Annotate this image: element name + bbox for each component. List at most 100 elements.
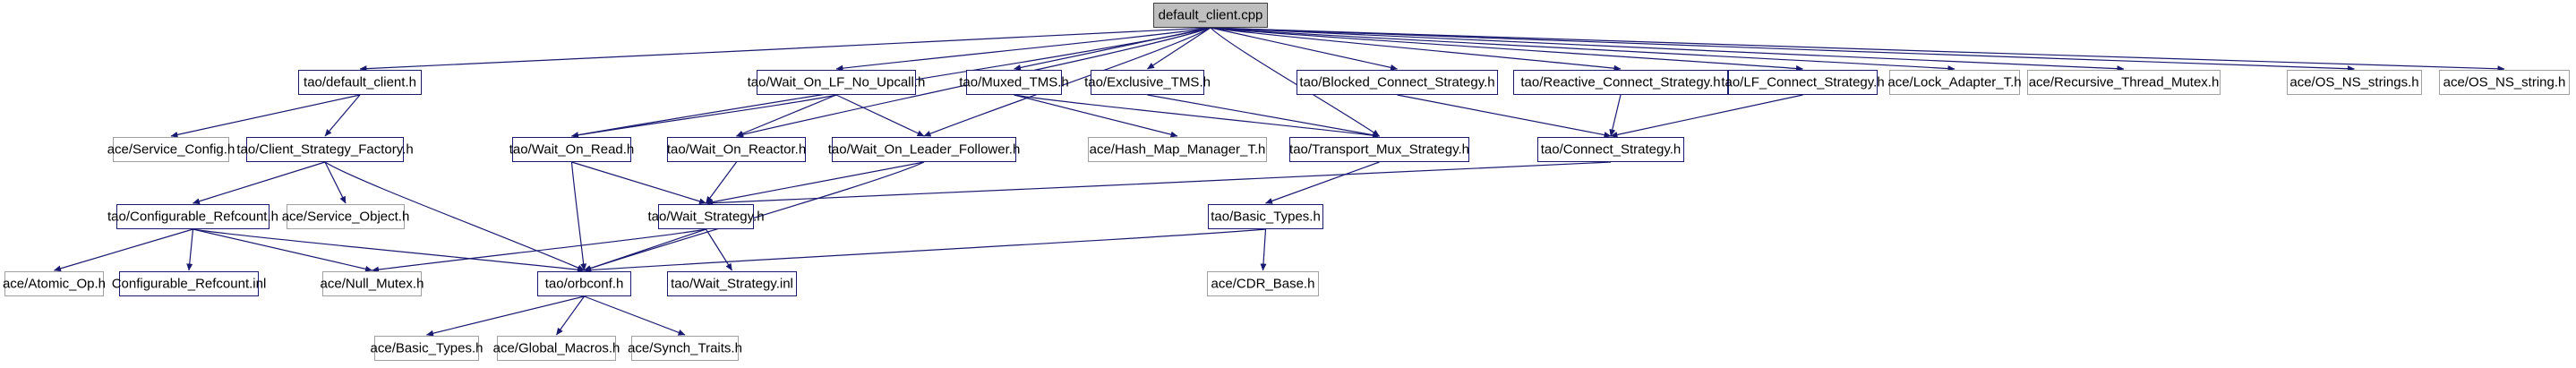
- graph-edge: [736, 94, 837, 137]
- graph-node-label: tao/Client_Strategy_Factory.h: [236, 141, 414, 157]
- graph-node-blocked[interactable]: tao/Blocked_Connect_Strategy.h: [1297, 70, 1498, 95]
- graph-edge: [426, 295, 585, 337]
- graph-node-wolfnu[interactable]: tao/Wait_On_LF_No_Upcall.h: [748, 70, 925, 95]
- graph-node-csfact[interactable]: tao/Client_Strategy_Factory.h: [236, 137, 414, 162]
- graph-node-nullmutex[interactable]: ace/Null_Mutex.h: [320, 271, 424, 296]
- graph-edge: [1265, 161, 1380, 204]
- graph-node-basictyp[interactable]: tao/Basic_Types.h: [1208, 204, 1323, 229]
- graph-node-osstrings[interactable]: ace/OS_NS_strings.h: [2287, 70, 2422, 95]
- graph-edge: [324, 161, 347, 204]
- graph-node-acebasic[interactable]: ace/Basic_Types.h: [371, 336, 483, 361]
- graph-edge: [705, 228, 733, 271]
- graph-node-label: ace/Synch_Traits.h: [628, 340, 742, 355]
- graph-node-osstring[interactable]: ace/OS_NS_string.h: [2439, 70, 2570, 95]
- graph-edge: [1609, 94, 1622, 137]
- graph-edge: [706, 161, 1612, 207]
- graph-node-globmac[interactable]: ace/Global_Macros.h: [493, 336, 620, 361]
- graph-node-label: tao/default_client.h: [304, 74, 416, 90]
- graph-edge: [193, 228, 372, 272]
- graph-edge: [1210, 27, 1398, 71]
- graph-node-excl[interactable]: tao/Exclusive_TMS.h: [1084, 70, 1211, 95]
- graph-node-label: ace/CDR_Base.h: [1211, 276, 1315, 291]
- graph-edge: [1210, 27, 2125, 73]
- graph-node-label: default_client.cpp: [1158, 7, 1263, 22]
- graph-edge: [193, 228, 585, 273]
- graph-edge: [170, 94, 361, 138]
- graph-edge: [571, 161, 706, 205]
- graph-node-label: ace/Lock_Adapter_T.h: [1887, 74, 2022, 90]
- graph-node-label: tao/Exclusive_TMS.h: [1084, 74, 1211, 90]
- graph-node-woreactor[interactable]: tao/Wait_On_Reactor.h: [667, 137, 806, 162]
- graph-edge: [54, 228, 193, 272]
- graph-node-label: tao/Wait_On_Read.h: [509, 141, 635, 157]
- graph-edge: [584, 295, 686, 336]
- graph-node-lfconn[interactable]: tao/LF_Connect_Strategy.h: [1721, 70, 1885, 95]
- graph-node-hashmap[interactable]: ace/Hash_Map_Manager_T.h: [1088, 137, 1267, 162]
- graph-node-cdrbase[interactable]: ace/CDR_Base.h: [1207, 271, 1319, 296]
- graph-edge: [1260, 228, 1267, 271]
- graph-node-recmutex[interactable]: ace/Recursive_Thread_Mutex.h: [2027, 70, 2221, 95]
- graph-node-label: ace/Service_Object.h: [281, 209, 410, 224]
- graph-node-label: tao/Configurable_Refcount.h: [107, 209, 278, 224]
- graph-node-label: ace/Service_Config.h: [107, 141, 235, 157]
- graph-edge: [1210, 27, 2505, 73]
- graph-edge: [372, 228, 706, 273]
- graph-node-svcobj[interactable]: ace/Service_Object.h: [282, 204, 409, 229]
- graph-edge: [324, 94, 361, 137]
- graph-node-label: Configurable_Refcount.inl: [111, 276, 267, 291]
- graph-node-label: tao/Wait_On_Reactor.h: [666, 141, 807, 157]
- graph-node-connstrat[interactable]: tao/Connect_Strategy.h: [1537, 137, 1684, 162]
- graph-node-confref[interactable]: tao/Configurable_Refcount.h: [107, 204, 278, 229]
- graph-edge: [1147, 27, 1211, 70]
- graph-edge: [556, 295, 585, 336]
- graph-node-synchtr[interactable]: ace/Synch_Traits.h: [628, 336, 742, 361]
- graph-edge: [186, 228, 194, 271]
- graph-node-label: tao/Blocked_Connect_Strategy.h: [1299, 74, 1495, 90]
- graph-node-label: tao/Wait_On_LF_No_Upcall.h: [747, 74, 926, 90]
- graph-node-lockad[interactable]: ace/Lock_Adapter_T.h: [1887, 70, 2022, 95]
- graph-node-label: tao/Reactive_Connect_Strategy.h: [1520, 74, 1721, 90]
- graph-node-muxed[interactable]: tao/Muxed_TMS.h: [959, 70, 1069, 95]
- graph-node-label: ace/Basic_Types.h: [370, 340, 484, 355]
- graph-edge: [1210, 27, 2355, 73]
- graph-node-orbconf[interactable]: tao/orbconf.h: [537, 271, 631, 296]
- graph-node-label: ace/Null_Mutex.h: [320, 276, 424, 291]
- graph-node-label: tao/Wait_On_Leader_Follower.h: [827, 141, 1021, 157]
- graph-edge: [571, 94, 837, 139]
- graph-node-label: ace/Atomic_Op.h: [2, 276, 107, 291]
- graph-node-wolf[interactable]: tao/Wait_On_Leader_Follower.h: [828, 137, 1020, 162]
- graph-node-label: ace/Hash_Map_Manager_T.h: [1089, 141, 1266, 157]
- graph-node-defclih[interactable]: tao/default_client.h: [298, 70, 422, 95]
- graph-edge: [1210, 27, 1622, 72]
- graph-node-svcconf[interactable]: ace/Service_Config.h: [107, 137, 235, 162]
- graph-node-label: ace/Recursive_Thread_Mutex.h: [2028, 74, 2220, 90]
- graph-edge: [1147, 94, 1380, 139]
- graph-edge: [359, 27, 1211, 73]
- graph-node-woread[interactable]: tao/Wait_On_Read.h: [509, 137, 634, 162]
- graph-node-label: tao/Wait_Strategy.h: [647, 209, 765, 224]
- graph-node-tms[interactable]: tao/Transport_Mux_Strategy.h: [1289, 137, 1469, 162]
- graph-node-label: tao/orbconf.h: [544, 276, 624, 291]
- graph-edge: [584, 228, 1266, 274]
- graph-edge: [1610, 94, 1803, 138]
- graph-edge: [570, 161, 587, 271]
- graph-node-root[interactable]: default_client.cpp: [1153, 3, 1268, 28]
- graph-edge: [1014, 94, 1380, 139]
- graph-node-wsinl[interactable]: tao/Wait_Strategy.inl: [667, 271, 797, 296]
- graph-edge: [706, 161, 737, 204]
- graph-node-confrefinl[interactable]: Configurable_Refcount.inl: [112, 271, 266, 296]
- graph-edge: [584, 228, 706, 271]
- graph-edge: [835, 94, 925, 137]
- graph-edge: [706, 161, 925, 206]
- graph-node-atomicop[interactable]: ace/Atomic_Op.h: [2, 271, 107, 296]
- graph-edge: [1014, 94, 1178, 138]
- graph-edge: [1210, 27, 1803, 72]
- graph-node-label: ace/OS_NS_strings.h: [2289, 74, 2419, 90]
- graph-edge: [193, 161, 326, 205]
- graph-edge: [835, 27, 1211, 72]
- graph-node-reactive[interactable]: tao/Reactive_Connect_Strategy.h: [1513, 70, 1728, 95]
- graph-node-waitstrat[interactable]: tao/Wait_Strategy.h: [647, 204, 765, 229]
- graph-node-label: ace/Global_Macros.h: [492, 340, 620, 355]
